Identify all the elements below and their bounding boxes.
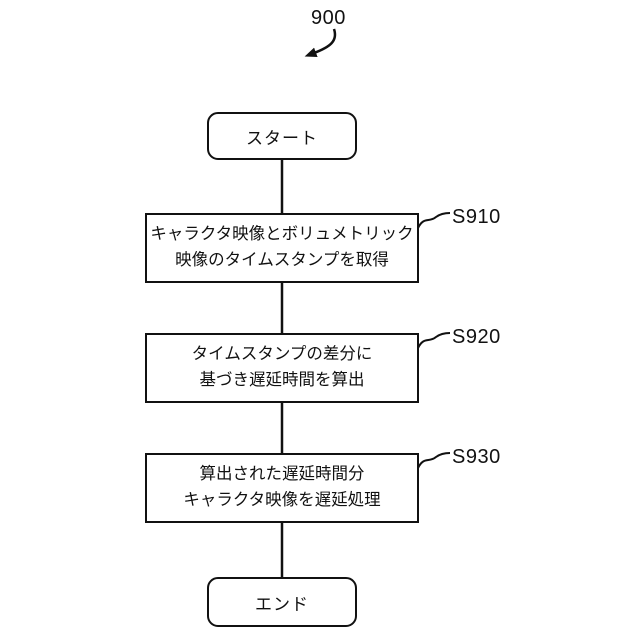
flow-node-start: スタート bbox=[207, 112, 357, 160]
leader-s930 bbox=[417, 452, 451, 469]
figure-number-arrow-icon bbox=[304, 28, 337, 57]
flow-step-s920-line2: 基づき遅延時間を算出 bbox=[199, 371, 365, 389]
leader-s910 bbox=[417, 212, 451, 229]
flow-step-s920: タイムスタンプの差分に 基づき遅延時間を算出 bbox=[145, 333, 419, 403]
figure-number: 900 bbox=[311, 7, 346, 29]
flow-step-s910-line1: キャラクタ映像とボリュメトリック bbox=[150, 225, 414, 244]
flow-step-s920-line1: タイムスタンプの差分に bbox=[191, 345, 373, 364]
flow-step-s930-line2: キャラクタ映像を遅延処理 bbox=[183, 491, 381, 509]
flow-node-end: エンド bbox=[207, 577, 357, 627]
flow-step-s930: 算出された遅延時間分 キャラクタ映像を遅延処理 bbox=[145, 453, 419, 523]
step-label-s920: S920 bbox=[452, 326, 501, 348]
flow-step-s910-line2: 映像のタイムスタンプを取得 bbox=[175, 251, 389, 269]
step-label-s930: S930 bbox=[452, 446, 501, 468]
step-label-s910: S910 bbox=[452, 206, 501, 228]
flow-node-end-label: エンド bbox=[255, 594, 309, 614]
leader-s920 bbox=[417, 332, 451, 349]
flow-step-s930-line1: 算出された遅延時間分 bbox=[199, 465, 365, 484]
flow-node-start-label: スタート bbox=[246, 128, 318, 148]
flow-step-s910: キャラクタ映像とボリュメトリック 映像のタイムスタンプを取得 bbox=[145, 213, 419, 283]
